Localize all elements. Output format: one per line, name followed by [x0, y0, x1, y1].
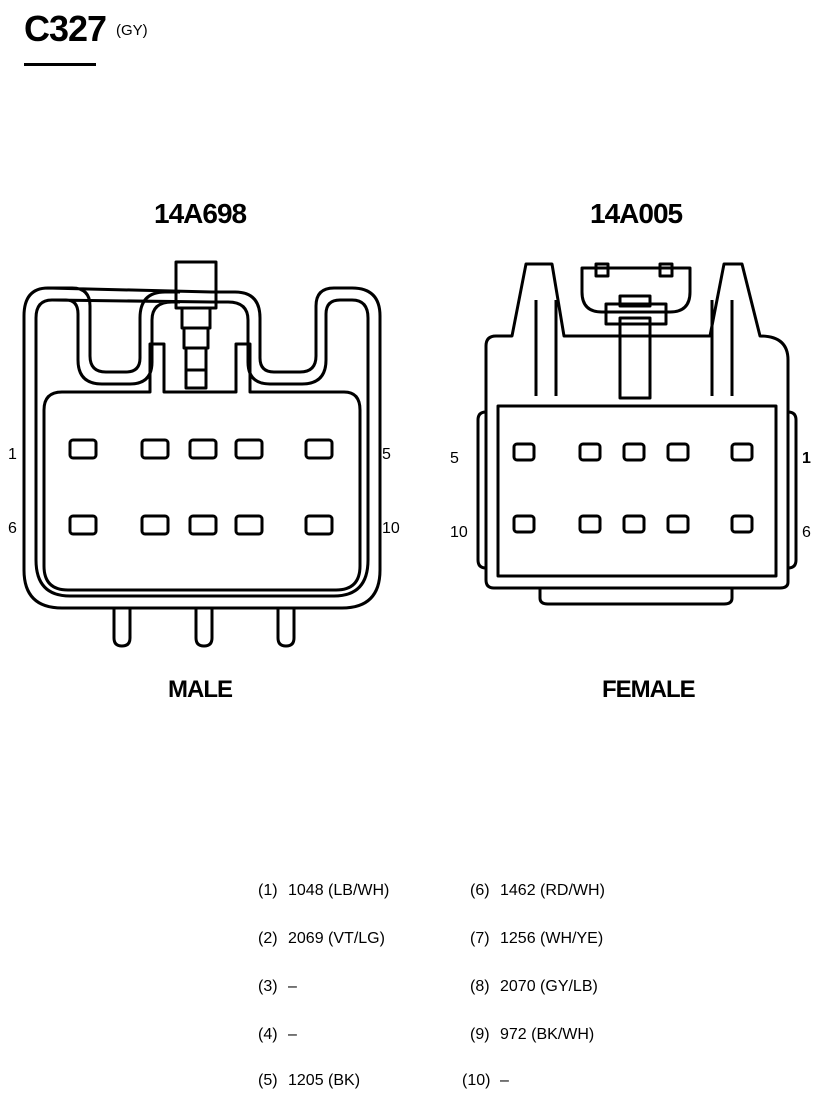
pin-circuit: 1256 (WH/YE)	[500, 930, 604, 947]
pin-circuit: –	[500, 1072, 509, 1089]
male-pin-label-bottom-right: 10	[382, 520, 400, 537]
pin-number: (1)	[258, 882, 278, 899]
pinout-row: (6) 1462 (RD/WH)	[470, 882, 605, 900]
title-underline	[24, 63, 96, 66]
pinout-row: (3)–	[258, 978, 297, 996]
pin-circuit: –	[288, 978, 297, 995]
pin-circuit: –	[288, 1026, 297, 1043]
pin-circuit: 972 (BK/WH)	[500, 1026, 595, 1043]
pin-number: (3)	[258, 978, 278, 995]
pinout-row: (4)–	[258, 1026, 297, 1044]
female-pin-label-top-right: 1	[802, 450, 811, 467]
pin-circuit: 2070 (GY/LB)	[500, 978, 598, 995]
pin-number: (6)	[470, 882, 490, 899]
female-part-number: 14A005	[590, 198, 683, 229]
pinout-row: (7) 1256 (WH/YE)	[470, 930, 603, 948]
male-pin-label-bottom-left: 6	[8, 520, 17, 537]
male-pin-label-top-right: 5	[382, 446, 391, 463]
pin-circuit: 2069 (VT/LG)	[288, 930, 385, 947]
connector-color-code: (GY)	[116, 22, 148, 39]
female-pin-label-bottom-right: 6	[802, 524, 811, 541]
pin-circuit: 1048 (LB/WH)	[288, 882, 390, 899]
pin-number: (10)	[462, 1072, 491, 1089]
pin-circuit: 1462 (RD/WH)	[500, 882, 605, 899]
pin-circuit: 1205 (BK)	[288, 1072, 361, 1089]
pinout-row: (9) 972 (BK/WH)	[470, 1026, 594, 1044]
pinout-row: (1) 1048 (LB/WH)	[258, 882, 389, 900]
pin-number: (7)	[470, 930, 490, 947]
male-part-number: 14A698	[154, 198, 247, 229]
pin-number: (2)	[258, 930, 278, 947]
pin-number: (9)	[470, 1026, 490, 1043]
male-pin-label-top-left: 1	[8, 446, 17, 463]
pinout-row: (10)–	[462, 1072, 509, 1090]
pin-number: (8)	[470, 978, 490, 995]
male-connector-drawing	[22, 260, 382, 648]
female-connector-drawing	[476, 262, 798, 606]
pin-number: (4)	[258, 1026, 278, 1043]
connector-title: C327	[24, 8, 107, 49]
pinout-row: (5) 1205 (BK)	[258, 1072, 360, 1090]
pinout-row: (8) 2070 (GY/LB)	[470, 978, 598, 996]
male-gender-label: MALE	[168, 676, 233, 703]
pinout-row: (2) 2069 (VT/LG)	[258, 930, 385, 948]
female-pin-label-bottom-left: 10	[450, 524, 468, 541]
female-pin-label-top-left: 5	[450, 450, 459, 467]
pin-number: (5)	[258, 1072, 278, 1089]
female-gender-label: FEMALE	[602, 676, 696, 703]
